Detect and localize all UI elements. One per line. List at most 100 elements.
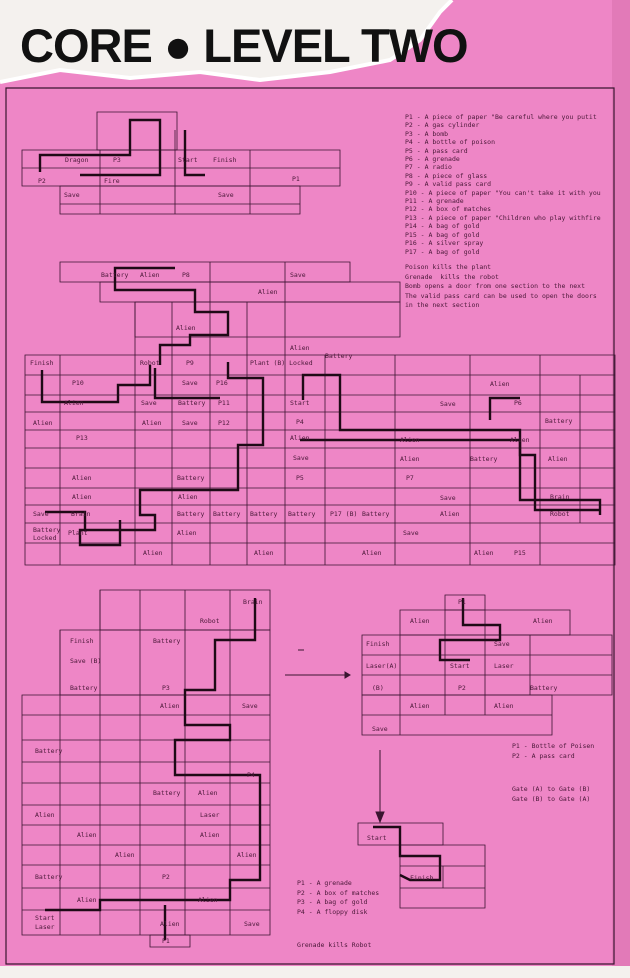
- legend-line: Poison kills the plant: [405, 263, 492, 271]
- map1-room-label: P3: [113, 156, 121, 164]
- map2-room-label: Alien: [33, 419, 53, 427]
- legend-line: P17 - A bag of gold: [405, 247, 480, 256]
- map3-room-label: P3: [162, 684, 170, 692]
- map3-room-label: Save: [244, 920, 260, 928]
- map4-room-label: Alien: [410, 702, 430, 710]
- map1-room-label: P2: [38, 177, 46, 185]
- map2-room-label: Battery: [101, 271, 129, 279]
- map4-room-label: Alien: [410, 617, 430, 625]
- map3-room-label: Alien: [115, 851, 135, 859]
- legend-line: Bomb opens a door from one section to th…: [405, 282, 586, 291]
- map2-room-label: Alien: [178, 493, 198, 501]
- map4-room-label: Alien: [533, 617, 553, 625]
- map2-room-label: Alien: [362, 549, 382, 557]
- map2-room-label: Battery: [177, 510, 205, 518]
- map3-room-label: Alien: [35, 811, 55, 819]
- map2-room-label: P7: [406, 474, 414, 482]
- map2-room-label: Save: [293, 454, 309, 462]
- map2-room-label: Robot: [140, 359, 160, 367]
- map3-room-label: Alien: [77, 896, 97, 904]
- map2-room-label: Alien: [72, 474, 92, 482]
- map3-room-label: Start: [35, 914, 55, 922]
- map3-room-label: Alien: [160, 920, 180, 928]
- map3-room-label: P4: [247, 771, 255, 779]
- map2-room-label: P10: [72, 379, 84, 387]
- legend-line: P14 - A bag of gold: [405, 222, 480, 231]
- map2-room-label: P11: [218, 399, 230, 407]
- page-title: CORE ● LEVEL TWO: [20, 19, 469, 72]
- map2-room-label: Save: [403, 529, 419, 537]
- legend-line: P10 - A piece of paper "You can't take i…: [405, 188, 601, 197]
- map2-room-label: Alien: [290, 344, 310, 352]
- map2-room-label: Robot: [550, 510, 570, 518]
- map4-room-label: Save: [372, 725, 388, 733]
- map2-room-label: Alien: [72, 493, 92, 501]
- legend-line: P4 - A bottle of poison: [405, 138, 496, 147]
- map3-room-label: Alien: [77, 831, 97, 839]
- map3-room-label: Alien: [198, 896, 218, 904]
- map2-room-label: Battery: [288, 510, 316, 518]
- legend-line: P1 - Bottle of Poisen: [512, 742, 595, 750]
- map4-room-label: Start: [450, 662, 470, 670]
- map3-room-label: Alien: [237, 851, 257, 859]
- map1-room-label: Dragon: [65, 156, 89, 164]
- legend-line: P2 - A box of matches: [297, 888, 380, 897]
- map2-room-label: Alien: [474, 549, 494, 557]
- map2-room-label: P6: [514, 399, 522, 407]
- map2-room-label: Alien: [176, 324, 196, 332]
- map1-room-label: Save: [64, 191, 80, 199]
- map4-room-label: Battery: [530, 684, 558, 692]
- map3-room-label: Battery: [35, 747, 63, 755]
- map4-room-label: P2: [458, 684, 466, 692]
- map3-room-label: Alien: [160, 702, 180, 710]
- legend-line: P1 - A grenade: [297, 879, 352, 887]
- map2-room-label: P4: [296, 418, 304, 426]
- legend-line: P9 - A valid pass card: [405, 180, 492, 189]
- map2-room-label: Battery: [250, 510, 278, 518]
- map4-room-label: Save: [494, 640, 510, 648]
- map2-room-label: Finish: [30, 359, 54, 367]
- map1-room-label: Save: [218, 191, 234, 199]
- map2-room-label: Plant (B) Locked: [250, 359, 313, 367]
- map5-room-label: Start: [367, 834, 387, 842]
- map2-room-label: Alien: [290, 434, 310, 442]
- legend-line: P12 - A box of matches: [405, 205, 492, 214]
- level-items-legend: P1 - A piece of paper "Be careful where …: [405, 113, 601, 256]
- map-grid-lines: [22, 112, 615, 947]
- map2-room-label: Battery: [178, 399, 206, 407]
- map2-room-label: P16: [216, 379, 228, 387]
- gates-legend: Gate (A) to Gate (B)Gate (B) to Gate (A): [512, 785, 590, 804]
- map2-room-label: Alien: [400, 436, 420, 444]
- legend-line: P7 - A radio: [405, 163, 452, 172]
- map2-room-label: Start: [290, 399, 310, 407]
- map2-room-label: Plant: [68, 529, 88, 537]
- map2-room-label: Locked: [33, 534, 57, 542]
- legend-line: P6 - A grenade: [405, 155, 460, 164]
- map2-room-label: Battery: [33, 526, 61, 534]
- map2-room-label: Save: [290, 271, 306, 279]
- map3-room-label: Robot: [200, 617, 220, 625]
- map2-room-label: P8: [182, 271, 190, 279]
- map2-room-label: Alien: [140, 271, 160, 279]
- legend-line: P3 - A bomb: [405, 129, 449, 138]
- map2-room-label: Alien: [510, 436, 530, 444]
- map2-room-label: P17 (B): [330, 510, 358, 518]
- map2-room-label: P15: [514, 549, 526, 557]
- map2-room-label: Battery: [470, 455, 498, 463]
- torn-edge: [0, 0, 452, 82]
- map2-room-label: Alien: [143, 549, 163, 557]
- map3-room-label: Alien: [200, 831, 220, 839]
- map1-room-label: Fire: [104, 177, 120, 185]
- map2-room-label: P13: [76, 434, 88, 442]
- map2-room-label: Save: [182, 419, 198, 427]
- legend-line: P1 - A piece of paper "Be careful where …: [405, 113, 597, 121]
- map2-room-label: Battery: [362, 510, 390, 518]
- map2-room-label: Save: [141, 399, 157, 407]
- map3-room-label: P2: [162, 873, 170, 881]
- legend-line: Gate (B) to Gate (A): [512, 794, 591, 803]
- map1-room-label: P1: [292, 175, 300, 183]
- map2-room-label: P9: [186, 359, 194, 367]
